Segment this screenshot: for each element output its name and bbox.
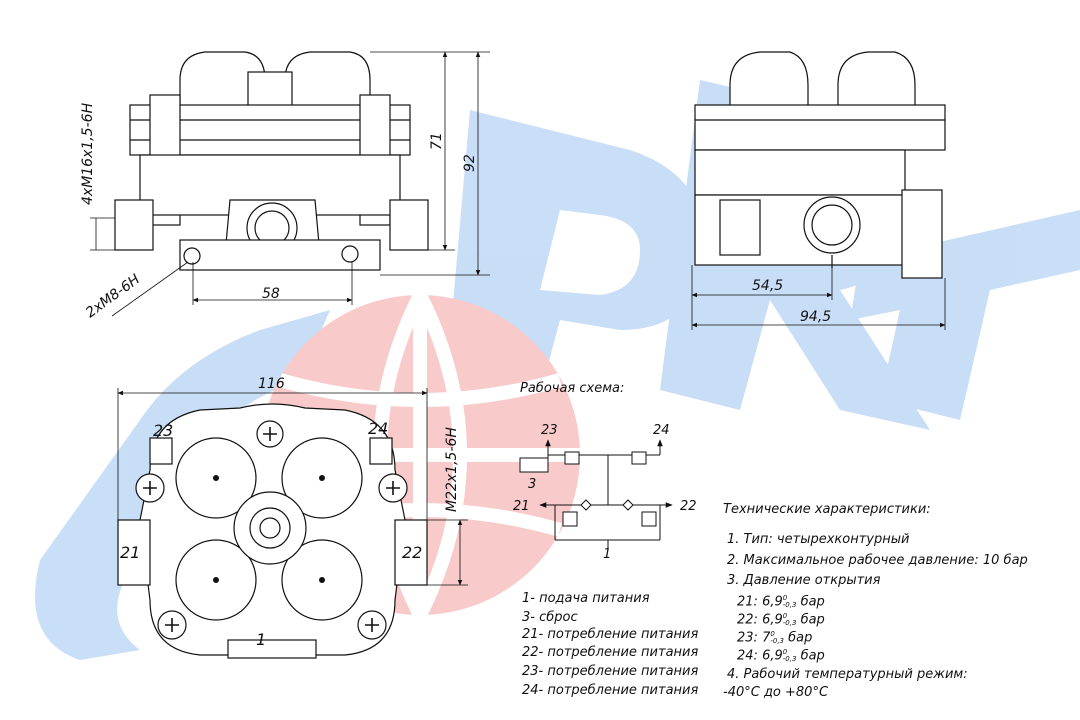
- pressure-tol-down: -0,3: [782, 601, 797, 609]
- front-view-dims: [90, 51, 490, 317]
- legend-item: 23- потребление питания: [522, 664, 699, 679]
- dim-height-71: 71: [429, 132, 445, 150]
- legend-item: 1- подача питания: [522, 591, 650, 606]
- pressure-value: 6,9: [762, 648, 783, 664]
- pressure-tol-up: 0: [782, 594, 788, 602]
- pressure-port: 22:: [737, 612, 758, 628]
- dim-spacing-58: 58: [262, 286, 280, 302]
- pressure-tol-up: 0: [782, 612, 788, 620]
- spec-temp-range: -40°C до +80°C: [723, 685, 829, 700]
- schema-port-21: 21: [513, 499, 530, 514]
- pressure-port: 24:: [737, 648, 758, 664]
- pressure-tol-up: 0: [782, 648, 788, 656]
- dim-width-116: 116: [258, 376, 285, 392]
- dim-depth-54-5: 54,5: [752, 278, 783, 294]
- schema-port-3: 3: [528, 477, 536, 492]
- schema-port-24: 24: [653, 423, 670, 438]
- dim-thread-small: 2xM8-6H: [83, 271, 143, 321]
- port-label-24: 24: [368, 419, 388, 438]
- port-label-23: 23: [153, 421, 173, 440]
- schema-port-22: 22: [680, 499, 697, 514]
- pressure-port: 23:: [737, 630, 758, 646]
- port-label-21: 21: [120, 543, 140, 562]
- port-label-1: 1: [256, 630, 266, 649]
- pressure-unit: бар: [800, 648, 825, 664]
- pressure-value: 6,9: [762, 594, 783, 610]
- pressure-tol-up: 0: [770, 630, 775, 638]
- port-label-22: 22: [402, 543, 422, 562]
- spec-item: 1. Тип: четырехконтурный: [727, 532, 910, 547]
- watermark-letter-c: [35, 310, 330, 660]
- top-view-dots: [213, 475, 325, 583]
- spec-item: 4. Рабочий температурный режим:: [727, 667, 968, 682]
- pressure-value: 6,9: [762, 612, 783, 628]
- side-view: [694, 51, 946, 279]
- front-view: [114, 51, 429, 271]
- dim-height-92: 92: [462, 154, 478, 172]
- pressure-tol-down: -0,3: [782, 619, 797, 627]
- dim-thread-port: M22x1,5-6H: [444, 427, 460, 512]
- legend-item: 3- сброс: [522, 610, 578, 625]
- spec-item: 2. Максимальное рабочее давление: 10 бар: [727, 553, 1028, 568]
- pressure-unit: бар: [800, 612, 825, 628]
- dim-thread-mounting: 4xM16x1,5-6H: [80, 102, 96, 205]
- legend-item: 24- потребление питания: [522, 683, 699, 698]
- pressure-unit: бар: [800, 594, 825, 610]
- schema-diagram: [519, 439, 673, 548]
- spec-item: 3. Давление открытия: [727, 573, 881, 588]
- top-view-screws: [143, 427, 400, 632]
- legend-item: 21- потребление питания: [522, 627, 699, 642]
- pressure-tol-down: -0,3: [782, 655, 797, 663]
- top-view: [117, 403, 428, 659]
- schema-port-23: 23: [541, 423, 558, 438]
- pressure-value: 7: [762, 630, 771, 646]
- side-view-dims: [691, 265, 946, 330]
- dim-depth-94-5: 94,5: [800, 309, 831, 325]
- pressure-unit: бар: [788, 630, 813, 646]
- legend-item: 22- потребление питания: [522, 645, 699, 660]
- top-view-dims: [117, 388, 468, 586]
- specs-title: Технические характеристики:: [723, 502, 931, 517]
- schema-port-1: 1: [603, 547, 611, 562]
- schema-title: Рабочая схема:: [520, 381, 624, 396]
- pressure-tol-down: -0,3: [770, 637, 785, 645]
- pressure-port: 21:: [737, 594, 758, 610]
